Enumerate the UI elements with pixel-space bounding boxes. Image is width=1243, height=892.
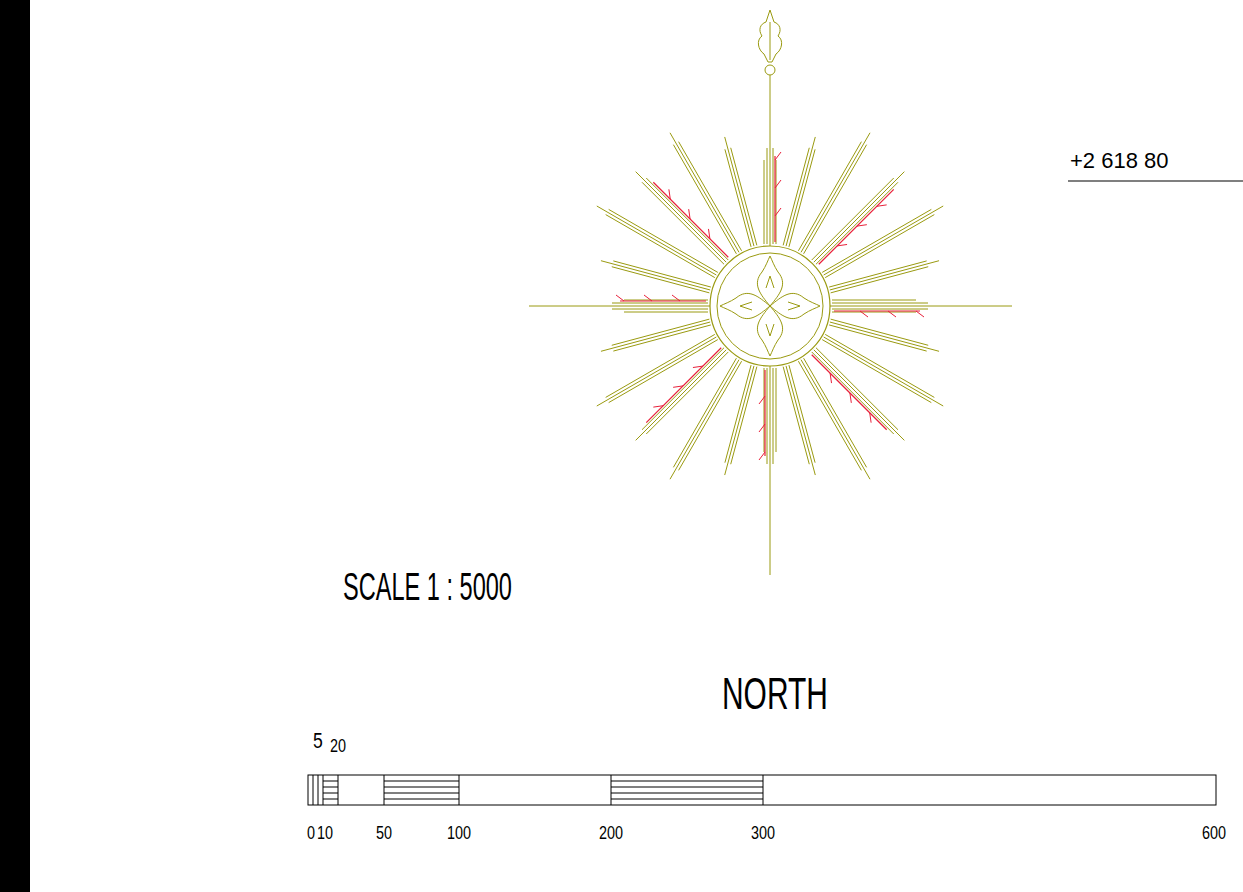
scale-tick-label: 100	[447, 824, 471, 842]
scale-tick-label: 10	[317, 824, 333, 842]
scale-tick-label: 0	[307, 824, 315, 842]
scale-title: SCALE 1 : 5000	[343, 568, 512, 606]
elevation-value: +2 618 80	[1070, 150, 1168, 172]
scale-tick-label: 5	[313, 730, 323, 752]
compass-rose	[529, 10, 1012, 575]
scale-tick-label: 600	[1202, 824, 1226, 842]
scale-tick-label: 20	[330, 737, 346, 755]
elevation-underline	[1068, 180, 1243, 181]
scale-bar	[308, 775, 1216, 805]
north-label: NORTH	[722, 672, 828, 716]
scale-tick-label: 200	[599, 824, 623, 842]
scale-tick-label: 50	[376, 824, 392, 842]
sheet-border	[0, 0, 30, 892]
scale-tick-label: 300	[751, 824, 775, 842]
